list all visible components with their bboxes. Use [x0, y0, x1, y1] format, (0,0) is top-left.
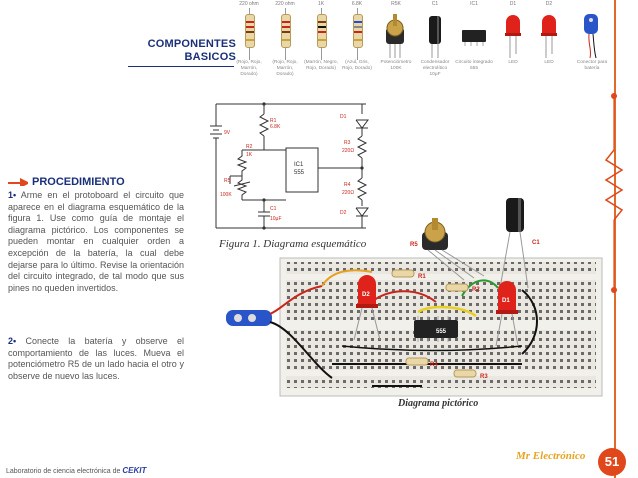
- potentiometer-icon: [386, 14, 404, 58]
- component-battery-connector: Conector para batería: [572, 0, 612, 96]
- schematic-c1-label: C1: [270, 206, 277, 212]
- component-resistor-220-b: 220 ohm (Rojo, Rojo, Marrón, Dorado): [272, 1, 298, 77]
- schematic-r2-value: 1K: [246, 152, 253, 158]
- components-title-rule: [128, 66, 234, 67]
- pictorial-led-d2: [353, 275, 381, 341]
- pictorial-capacitor: [499, 198, 529, 289]
- pictorial-c1-label: C1: [532, 240, 540, 246]
- pictorial-r1-label: R1: [418, 274, 426, 280]
- components-title: COMPONENTES BASICOS: [147, 38, 236, 63]
- pictorial-r3-label: R3: [480, 374, 488, 380]
- schematic-diagram: 9V R1 6.8K R2 1K R5 100K C1 10µF R3 220Ω…: [210, 102, 369, 230]
- schematic-r3-value: 220Ω: [342, 148, 354, 154]
- schematic-d1-label: D1: [340, 114, 347, 120]
- schematic-r4-label: R4: [344, 182, 351, 188]
- schematic-ic-label: IC1: [294, 162, 304, 168]
- right-border-line: [614, 0, 616, 478]
- schematic-r5-value: 100K: [220, 192, 232, 198]
- led-icon: [541, 15, 557, 58]
- component-led-d1: D1 LED: [496, 0, 530, 96]
- component-ic: IC1 Circuito integrado 555: [455, 1, 493, 71]
- pictorial-d1-label: D1: [502, 298, 510, 304]
- pictorial-r4-label: R4: [430, 362, 438, 368]
- procedure-step-1: 1• Arme en el protoboard el circuito que…: [8, 190, 184, 293]
- component-capacitor: C1 Condensador electrolítico 10µF: [418, 0, 452, 96]
- mascot-logo: Mr Electrónico: [516, 450, 586, 462]
- schematic-r1-value: 6.8K: [270, 124, 281, 130]
- resistor-icon: [353, 14, 363, 48]
- figure-caption: Figura 1. Diagrama esquemático: [219, 238, 367, 250]
- footer: Laboratorio de ciencia electrónica de CE…: [6, 466, 147, 475]
- pictorial-resistors: [391, 269, 477, 378]
- resistor-icon: [317, 14, 327, 48]
- procedure-heading: PROCEDIMIENTO: [32, 176, 125, 188]
- schematic-r2-label: R2: [246, 144, 253, 150]
- component-led-d2: D2 LED: [532, 0, 566, 96]
- schematic-r5-label: R5: [224, 178, 231, 184]
- pictorial-caption: Diagrama pictórico: [398, 398, 479, 409]
- schematic-r1-label: R1: [270, 118, 277, 124]
- battery-connector-icon: [584, 14, 598, 59]
- schematic-r4-value: 220Ω: [342, 190, 354, 196]
- schematic-c1-value: 10µF: [270, 216, 282, 222]
- component-resistor-6k8: 6.8K (Azul, Gris, Rojo, Dorado): [342, 1, 372, 71]
- pictorial-diagram: 555 R5 C1 D2 D1 R1 R2 R3 R4: [226, 198, 603, 397]
- pictorial-r5-label: R5: [410, 242, 418, 248]
- brand-logo: CEKIT: [122, 466, 147, 475]
- component-resistor-1k: 1K (Marrón, Negro, Rojo, Dorado): [304, 1, 338, 71]
- pictorial-d2-label: D2: [362, 292, 370, 298]
- pictorial-potentiometer: [422, 218, 485, 281]
- resistor-icon: [245, 14, 255, 48]
- schematic-ic-value: 555: [294, 170, 305, 176]
- component-resistor-220-a: 220 ohm (Rojo, Rojo, Marrón, Dorado): [236, 1, 262, 77]
- led-icon: [505, 15, 521, 58]
- components-strip: 220 ohm (Rojo, Rojo, Marrón, Dorado) 220…: [232, 0, 612, 96]
- procedure-step-2: 2• Conecte la batería y observe el compo…: [8, 336, 184, 381]
- pictorial-ic: [414, 316, 458, 342]
- pictorial-ic-label: 555: [436, 329, 447, 335]
- arrow-icon: [8, 178, 28, 186]
- schematic-battery-label: 9V: [224, 130, 231, 136]
- resistor-icon: [281, 14, 291, 48]
- integrated-circuit-icon: [462, 30, 486, 46]
- pictorial-led-d1: [495, 281, 519, 347]
- pictorial-r2-label: R2: [472, 287, 480, 293]
- side-decoration: [604, 93, 624, 293]
- schematic-r3-label: R3: [344, 140, 351, 146]
- schematic-d2-label: D2: [340, 210, 347, 216]
- page-number: 51: [598, 448, 626, 476]
- capacitor-icon: [429, 16, 441, 58]
- component-potentiometer: R5K Potenciómetro 100K: [376, 0, 416, 96]
